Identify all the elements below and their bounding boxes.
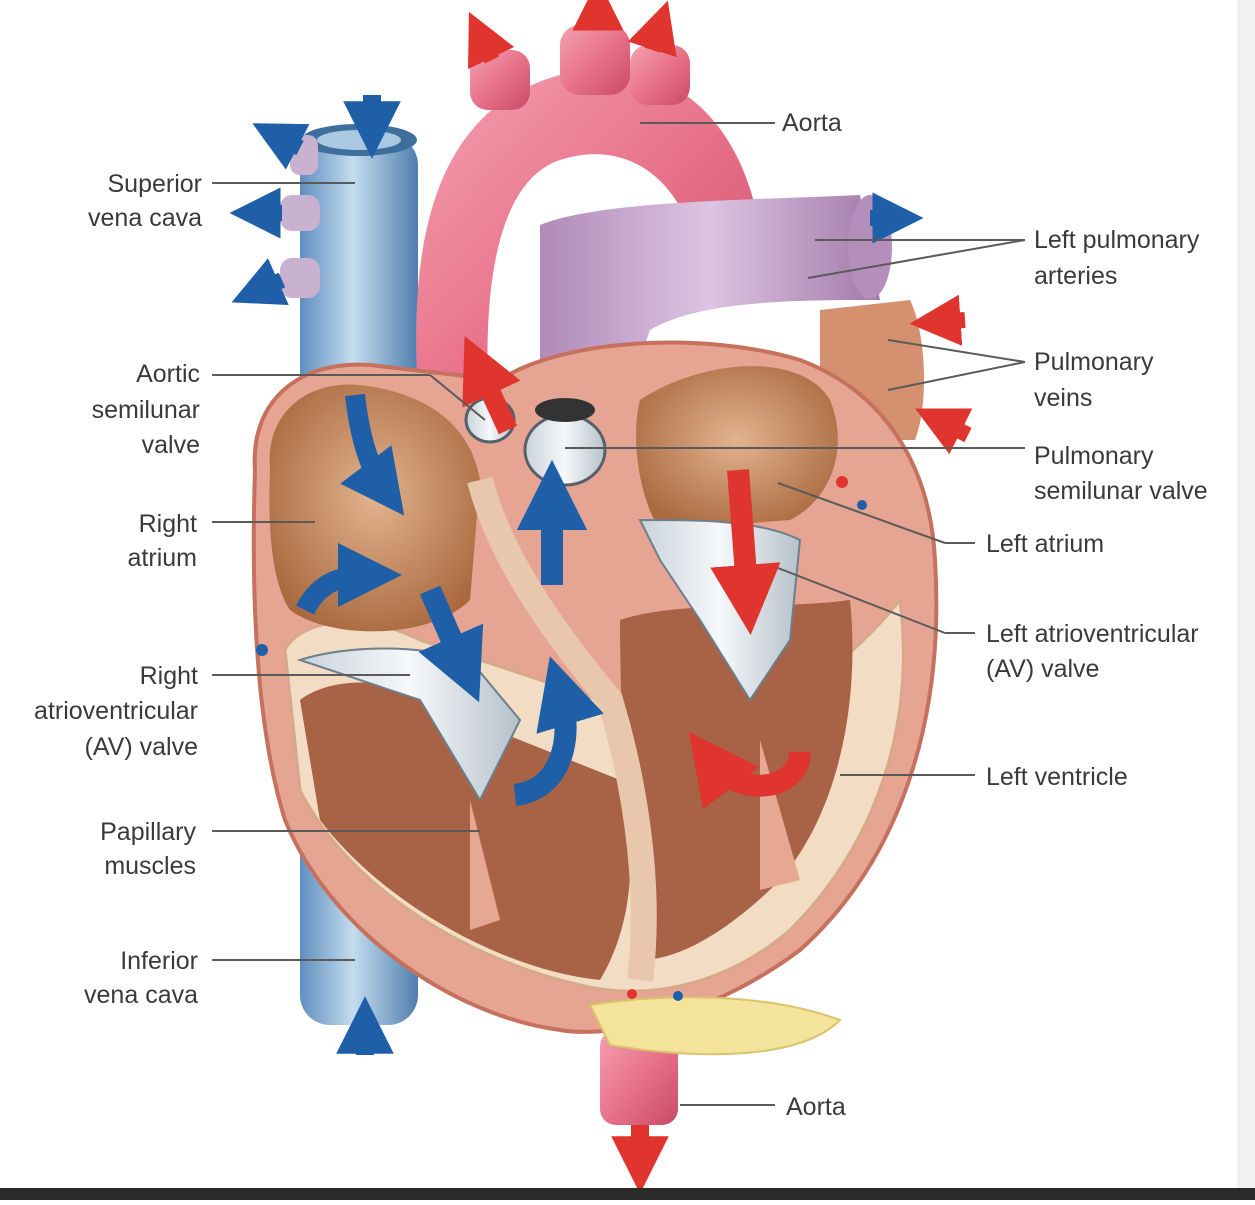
label-inferior-vena-cava: Inferior vena cava	[84, 947, 198, 1009]
svg-text:atrium: atrium	[128, 544, 197, 572]
svg-text:Right: Right	[140, 662, 198, 690]
bottom-bar	[0, 1188, 1255, 1200]
svg-text:Superior: Superior	[108, 170, 203, 198]
leader-lines	[212, 122, 1026, 1106]
label-right-atrium: Right atrium	[128, 510, 198, 572]
svg-text:Papillary: Papillary	[100, 818, 196, 846]
label-aorta-top: Aorta	[782, 109, 842, 137]
label-superior-vena-cava: Superior vena cava	[88, 170, 202, 232]
svg-text:atrioventricular: atrioventricular	[34, 697, 198, 725]
svg-text:arteries: arteries	[1034, 262, 1117, 290]
label-left-av-valve: Left atrioventricular (AV) valve	[986, 620, 1199, 683]
page-edge-strip	[1237, 0, 1255, 1188]
svg-text:muscles: muscles	[104, 852, 196, 880]
svg-text:Aortic: Aortic	[136, 360, 200, 388]
svg-text:veins: veins	[1034, 384, 1092, 412]
deoxygenated-flow-arrows	[229, 95, 924, 1055]
label-right-av-valve: Right atrioventricular (AV) valve	[34, 662, 198, 761]
svg-text:Right: Right	[139, 510, 197, 538]
svg-text:vena cava: vena cava	[88, 204, 202, 232]
label-left-atrium: Left atrium	[986, 530, 1104, 558]
svg-text:(AV) valve: (AV) valve	[85, 733, 198, 761]
svg-text:Pulmonary: Pulmonary	[1034, 442, 1154, 470]
svg-text:valve: valve	[142, 431, 200, 459]
label-left-pulmonary-arteries: Left pulmonary arteries	[1034, 226, 1200, 290]
svg-text:Inferior: Inferior	[120, 947, 198, 975]
svg-text:vena cava: vena cava	[84, 981, 198, 1009]
svg-text:(AV) valve: (AV) valve	[986, 655, 1099, 683]
label-left-ventricle: Left ventricle	[986, 763, 1128, 791]
label-papillary-muscles: Papillary muscles	[100, 818, 196, 880]
label-aorta-bottom: Aorta	[786, 1093, 846, 1121]
label-aortic-semilunar-valve: Aortic semilunar valve	[92, 360, 200, 459]
svg-text:semilunar: semilunar	[92, 396, 200, 424]
oxygenated-flow-arrows	[462, 0, 973, 1194]
svg-text:Left atrioventricular: Left atrioventricular	[986, 620, 1199, 648]
svg-text:Left atrium: Left atrium	[986, 530, 1104, 558]
svg-text:semilunar valve: semilunar valve	[1034, 477, 1208, 505]
svg-text:Aorta: Aorta	[782, 109, 842, 137]
label-pulmonary-semilunar-valve: Pulmonary semilunar valve	[1034, 442, 1208, 505]
svg-text:Left ventricle: Left ventricle	[986, 763, 1128, 791]
svg-text:Pulmonary: Pulmonary	[1034, 348, 1154, 376]
svg-text:Aorta: Aorta	[786, 1093, 846, 1121]
label-pulmonary-veins: Pulmonary veins	[1034, 348, 1154, 412]
svg-text:Left pulmonary: Left pulmonary	[1034, 226, 1200, 254]
